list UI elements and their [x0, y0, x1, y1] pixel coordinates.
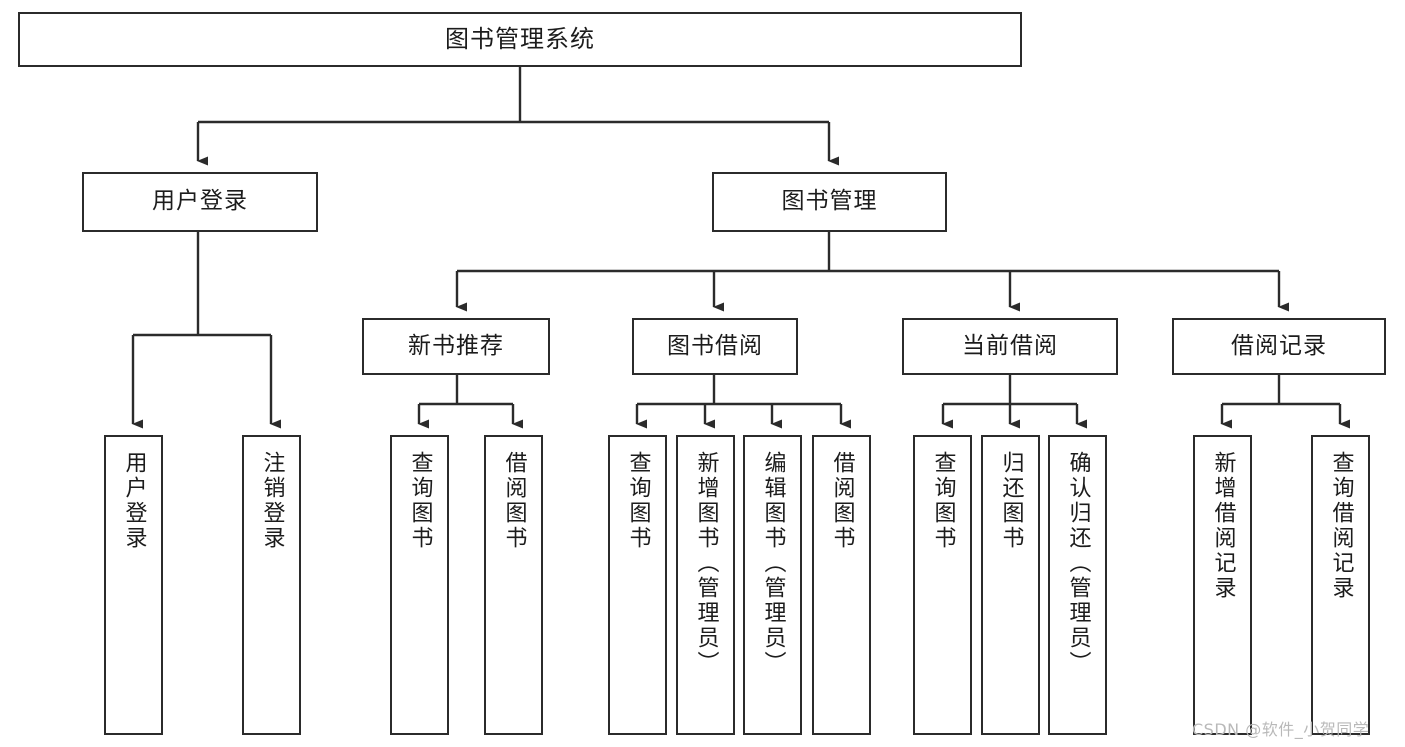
node-leaf-add-book[interactable]: 新增图书（管理员）	[676, 435, 735, 735]
node-label: 新增图书（管理员）	[693, 451, 719, 676]
node-leaf-borrow-book-recommend[interactable]: 借阅图书	[484, 435, 543, 735]
node-label: 图书管理系统	[445, 25, 595, 54]
node-label: 借阅图书	[829, 451, 855, 551]
node-label: 注销登录	[259, 451, 285, 551]
node-label: 确认归还（管理员）	[1065, 451, 1091, 676]
node-leaf-query-book-current[interactable]: 查询图书	[913, 435, 972, 735]
node-label: 查询借阅记录	[1328, 451, 1354, 601]
node-root-book-management-system[interactable]: 图书管理系统	[18, 12, 1022, 67]
node-label: 查询图书	[407, 451, 433, 551]
node-label: 查询图书	[625, 451, 651, 551]
node-label: 用户登录	[152, 188, 248, 215]
node-label: 借阅记录	[1231, 332, 1327, 359]
node-label: 图书管理	[781, 188, 878, 215]
node-leaf-user-login[interactable]: 用户登录	[104, 435, 163, 735]
node-leaf-add-borrow-record[interactable]: 新增借阅记录	[1193, 435, 1252, 735]
node-leaf-query-book-borrow[interactable]: 查询图书	[608, 435, 667, 735]
node-book-borrow[interactable]: 图书借阅	[632, 318, 798, 375]
node-borrow-record[interactable]: 借阅记录	[1172, 318, 1386, 375]
node-book-management[interactable]: 图书管理	[712, 172, 947, 232]
node-leaf-return-book[interactable]: 归还图书	[981, 435, 1040, 735]
node-user-login[interactable]: 用户登录	[82, 172, 318, 232]
node-current-borrow[interactable]: 当前借阅	[902, 318, 1118, 375]
node-label: 新增借阅记录	[1210, 451, 1236, 601]
node-label: 借阅图书	[501, 451, 527, 551]
node-new-book-recommend[interactable]: 新书推荐	[362, 318, 550, 375]
node-label: 编辑图书（管理员）	[760, 451, 786, 676]
node-leaf-edit-book[interactable]: 编辑图书（管理员）	[743, 435, 802, 735]
csdn-watermark: CSDN @软件_小贺同学	[1192, 720, 1370, 739]
node-label: 当前借阅	[962, 332, 1058, 359]
node-label: 查询图书	[930, 451, 956, 551]
node-leaf-confirm-return[interactable]: 确认归还（管理员）	[1048, 435, 1107, 735]
node-leaf-logout[interactable]: 注销登录	[242, 435, 301, 735]
node-label: 归还图书	[998, 451, 1024, 551]
node-label: 新书推荐	[408, 332, 504, 359]
node-leaf-query-book-recommend[interactable]: 查询图书	[390, 435, 449, 735]
node-label: 图书借阅	[667, 332, 763, 359]
node-label: 用户登录	[121, 451, 147, 551]
node-leaf-query-borrow-record[interactable]: 查询借阅记录	[1311, 435, 1370, 735]
node-leaf-borrow-book[interactable]: 借阅图书	[812, 435, 871, 735]
